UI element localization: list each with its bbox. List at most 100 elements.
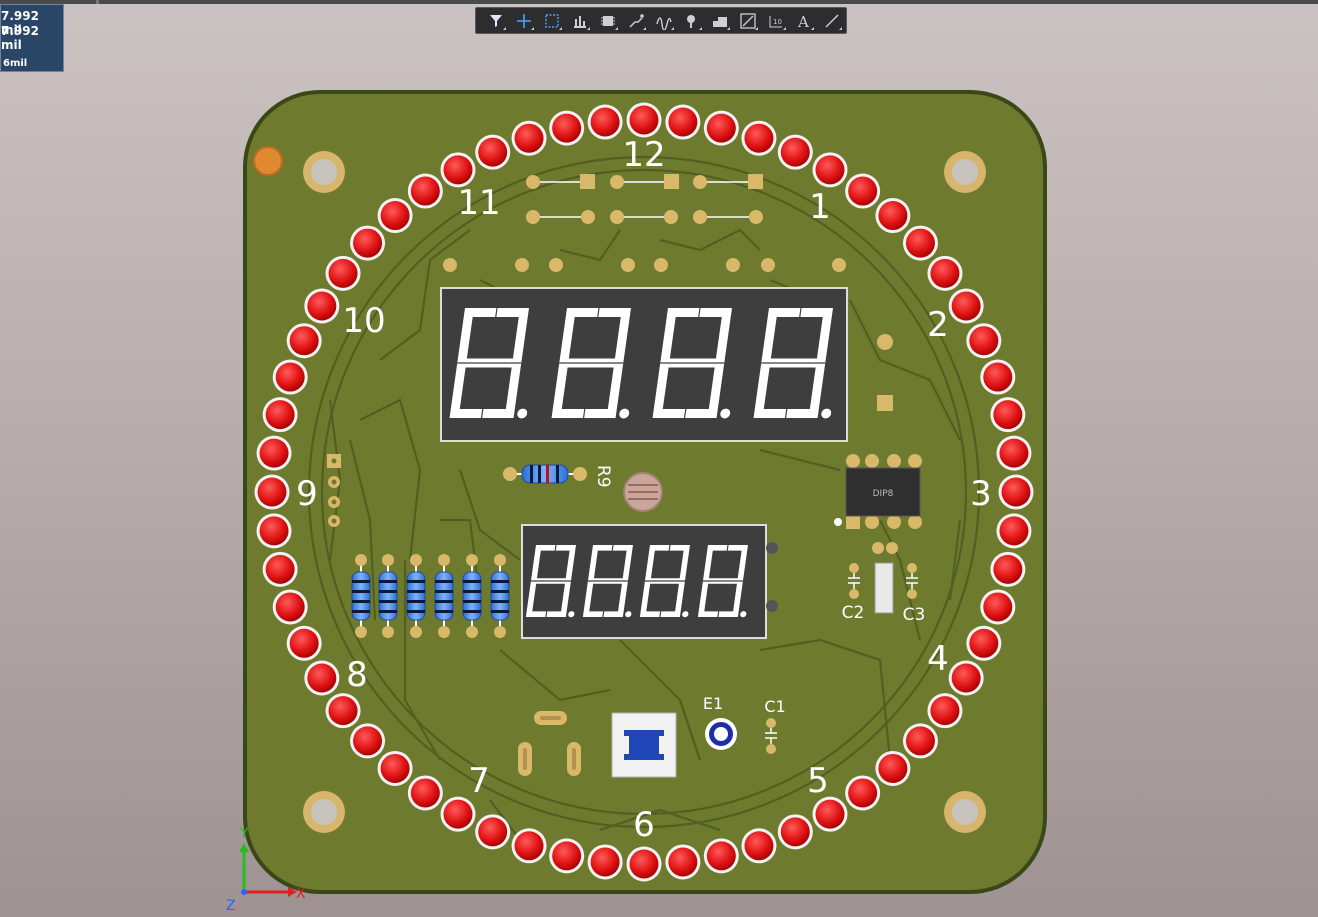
mounting-holes (303, 151, 986, 833)
label-c2: C2 (842, 603, 865, 623)
svg-text:A: A (797, 13, 809, 30)
clock-number-1: 1 (809, 187, 831, 227)
small-seven-segment-display (521, 524, 767, 639)
clock-number-12: 12 (622, 135, 665, 175)
led (407, 173, 443, 209)
led (777, 814, 813, 850)
resistor (490, 554, 510, 638)
dimension-icon[interactable]: 10 (762, 8, 790, 33)
led (272, 589, 308, 625)
led (990, 397, 1026, 433)
led (304, 660, 340, 696)
resistor (462, 554, 482, 638)
clock-number-6: 6 (633, 805, 655, 845)
clock-number-2: 2 (927, 305, 949, 345)
large-seven-segment-display (440, 287, 848, 442)
led (812, 796, 848, 832)
clock-number-11: 11 (457, 183, 500, 223)
led (440, 796, 476, 832)
filter-icon[interactable] (482, 8, 510, 33)
led (996, 513, 1032, 549)
route-icon[interactable] (622, 8, 650, 33)
led (286, 323, 322, 359)
led (511, 120, 547, 156)
resistor-r9: R9 (503, 464, 613, 488)
led (665, 104, 701, 140)
clock-number-8: 8 (346, 655, 368, 695)
led (256, 435, 292, 471)
led (902, 225, 938, 261)
led (703, 110, 739, 146)
capacitor-c3: C3 (903, 563, 926, 625)
led (998, 474, 1034, 510)
axis-x-label: X (296, 886, 306, 902)
text-icon[interactable]: A (790, 8, 818, 33)
label-dip8: DIP8 (873, 489, 894, 499)
top-pads (443, 174, 893, 411)
led (812, 152, 848, 188)
resistor-array (351, 554, 510, 638)
line-icon[interactable] (818, 8, 846, 33)
digit (697, 545, 748, 618)
led (377, 750, 413, 786)
clock-number-3: 3 (970, 474, 992, 514)
led (350, 723, 386, 759)
info-line-3: 6mil (3, 58, 28, 69)
led (845, 775, 881, 811)
led (966, 323, 1002, 359)
axis-gizmo: Y X Z (226, 826, 306, 914)
led (948, 660, 984, 696)
digit (652, 308, 732, 419)
clock-number-10: 10 (342, 301, 385, 341)
led (626, 102, 662, 138)
led (875, 198, 911, 234)
led (475, 814, 511, 850)
led (377, 198, 413, 234)
label-c3: C3 (903, 605, 926, 625)
top-bar (0, 0, 1318, 4)
led (262, 397, 298, 433)
dip8-chip: DIP8 (834, 454, 922, 529)
led (845, 173, 881, 209)
graph-icon[interactable] (734, 8, 762, 33)
led (304, 288, 340, 324)
select-rect-icon[interactable] (538, 8, 566, 33)
pcb-toolbar: 10 A (475, 7, 847, 34)
component-icon[interactable] (594, 8, 622, 33)
axis-y-label: Y (239, 826, 249, 842)
top-components (533, 181, 756, 218)
polygon-icon[interactable] (706, 8, 734, 33)
display-pad (766, 542, 778, 554)
resistor (406, 554, 426, 638)
clock-number-4: 4 (927, 639, 949, 679)
pad-icon[interactable] (678, 8, 706, 33)
label-c1: C1 (764, 697, 785, 716)
diff-pair-icon[interactable] (650, 8, 678, 33)
info-panel: 7.992 mil 7.992 mil 6mil (0, 4, 64, 72)
led (440, 152, 476, 188)
led (262, 551, 298, 587)
push-switch (611, 712, 677, 778)
led (549, 110, 585, 146)
led (777, 134, 813, 170)
align-icon[interactable] (566, 8, 594, 33)
led (286, 625, 322, 661)
info-line-2: 7.992 mil (1, 24, 39, 52)
digit (525, 545, 576, 618)
resistor (351, 554, 371, 638)
led (587, 844, 623, 880)
digit (449, 308, 529, 419)
led (980, 359, 1016, 395)
crosshair-icon[interactable] (510, 8, 538, 33)
label-e1: E1 (703, 694, 723, 713)
led (966, 625, 1002, 661)
axis-z-label: Z (226, 898, 236, 914)
svg-text:10: 10 (773, 18, 782, 26)
label-r9: R9 (593, 465, 613, 488)
digit (582, 545, 633, 618)
digit (639, 545, 690, 618)
led (927, 255, 963, 291)
clock-numbers: 12 1 2 3 4 5 6 7 8 9 10 11 (296, 135, 992, 845)
led-ring (254, 102, 1034, 882)
